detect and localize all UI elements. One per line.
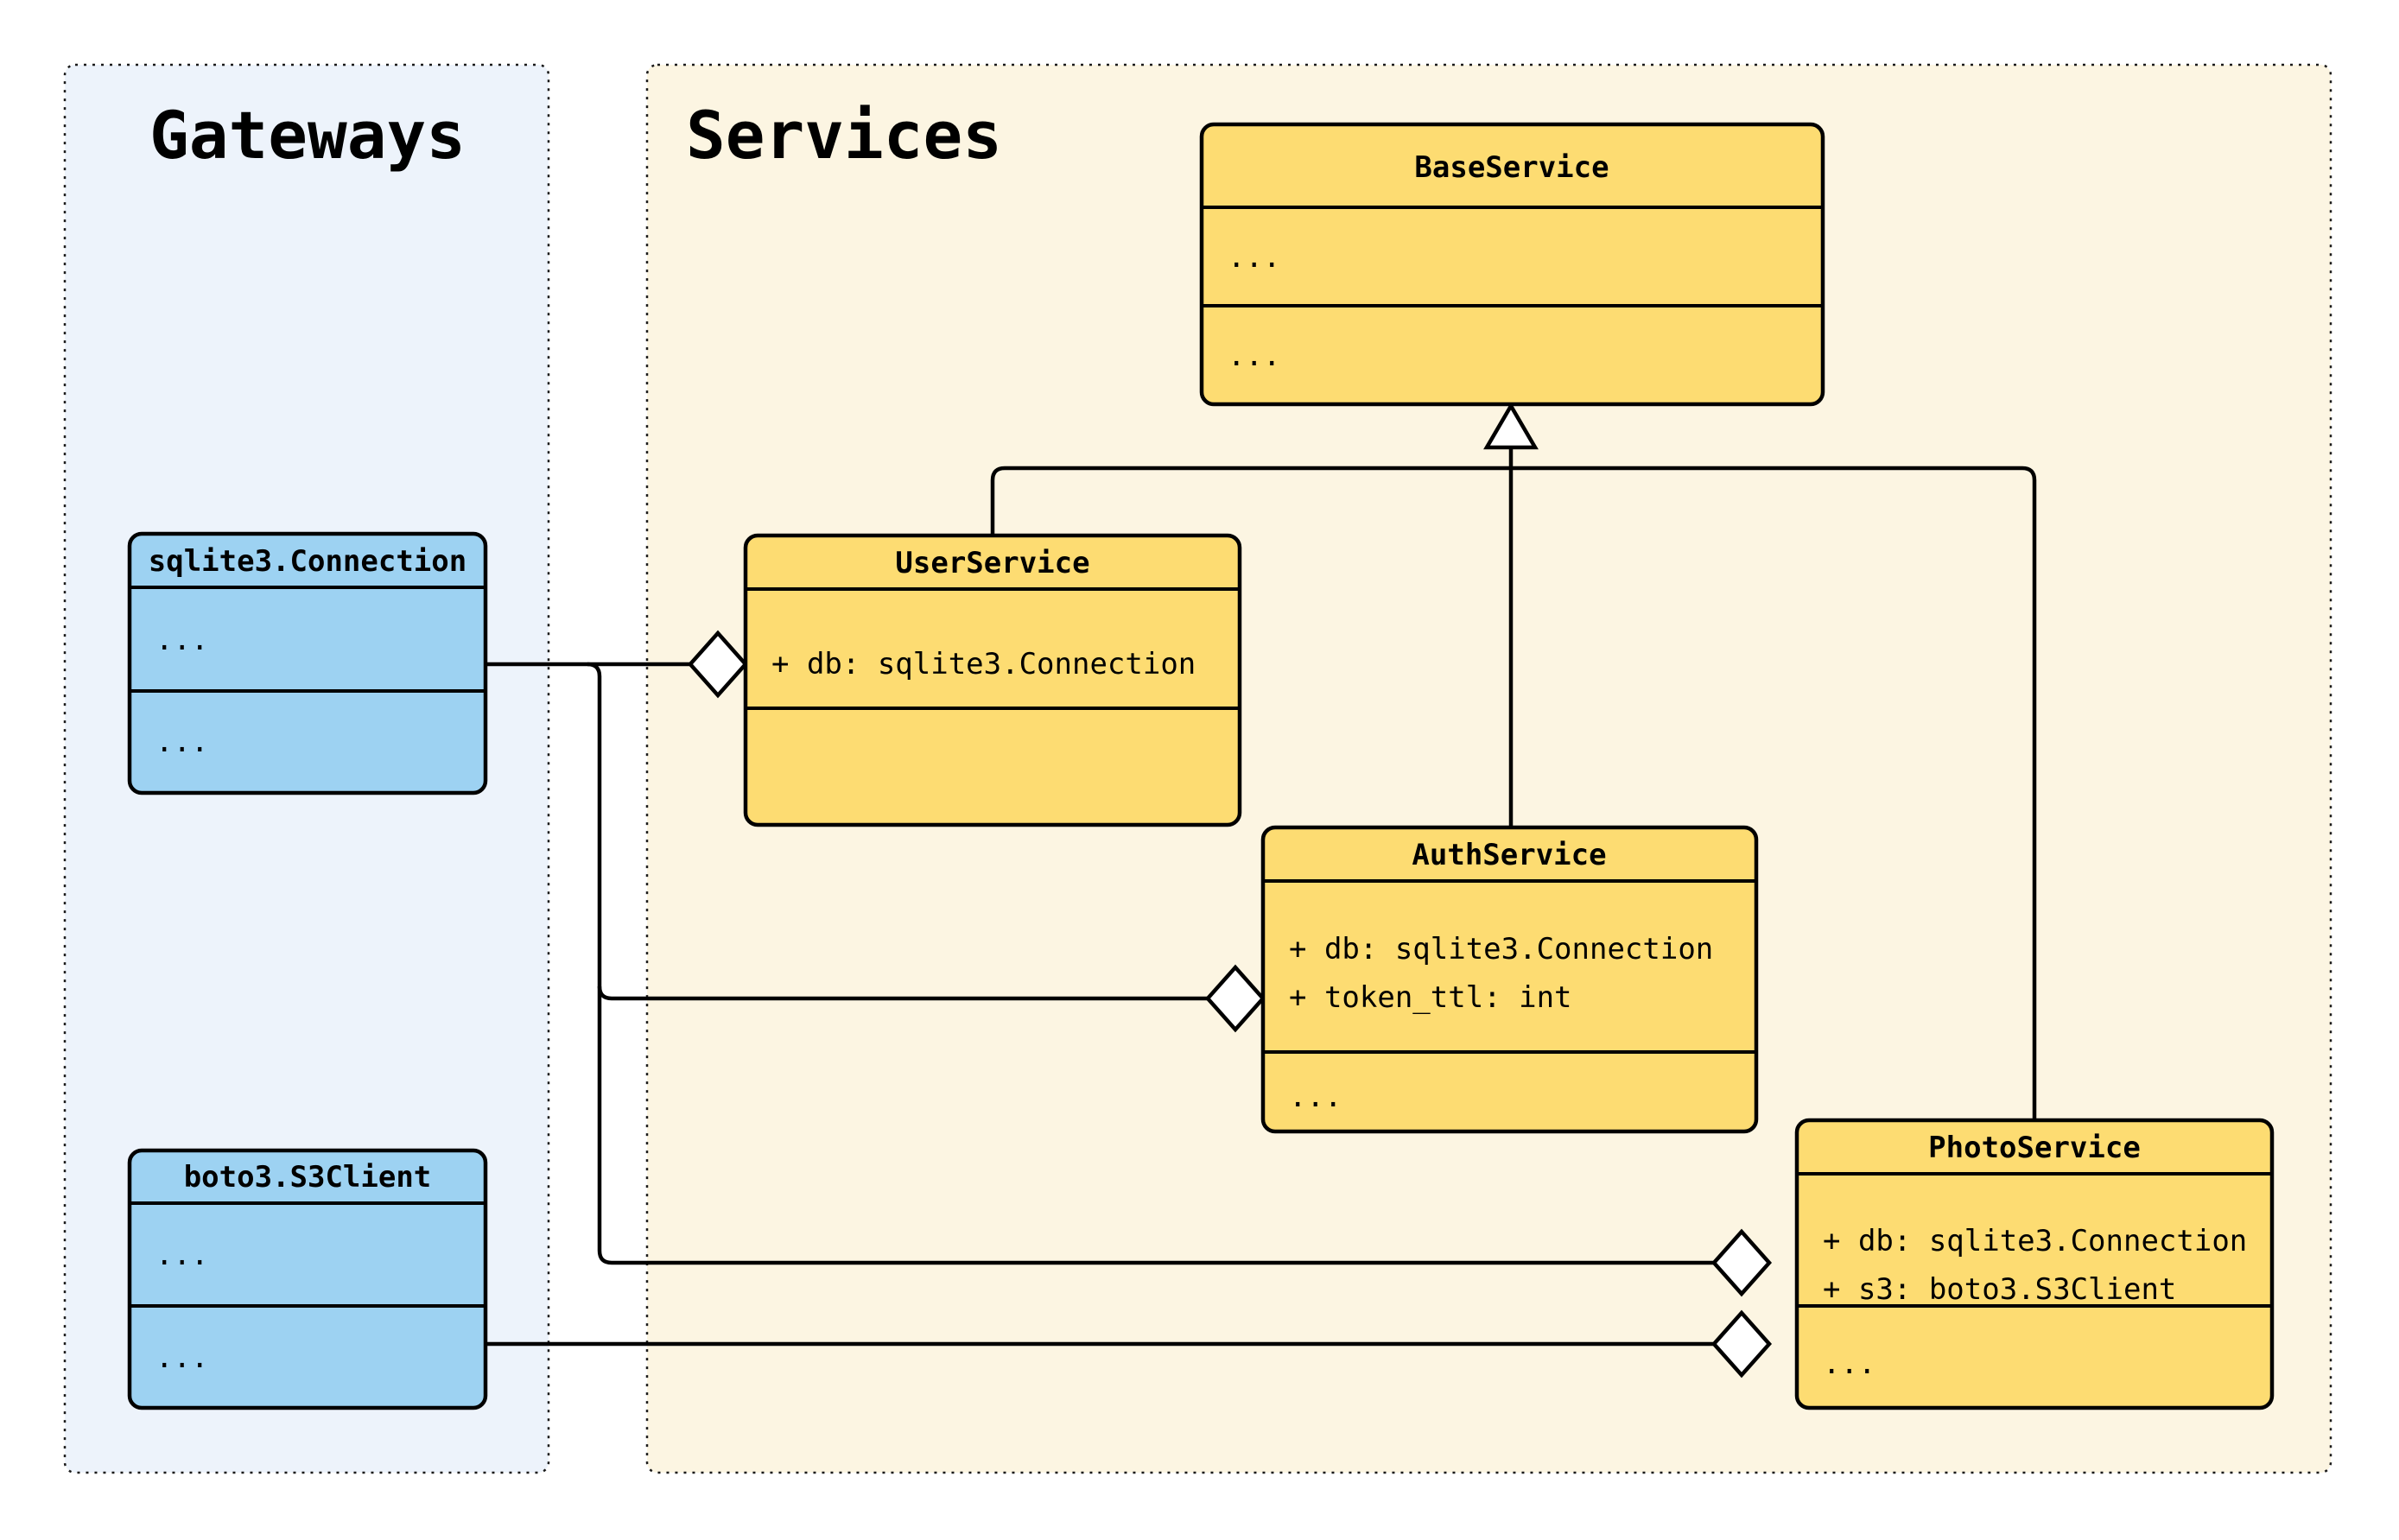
inheritance-triangle-icon [1483, 402, 1539, 450]
class-base-service-attributes: ... [1228, 240, 1280, 275]
class-sqlite3-connection-name: sqlite3.Connection [149, 544, 466, 579]
class-auth-service-attr-db: + db: sqlite3.Connection [1289, 932, 1713, 966]
class-photo-service-box [1794, 1118, 2275, 1410]
class-base-service-box [1199, 122, 1825, 407]
class-user-service-name: UserService [895, 546, 1089, 580]
class-base-service-methods: ... [1228, 339, 1280, 373]
class-sqlite3-connection-attributes: ... [155, 623, 208, 657]
class-sqlite3-connection: sqlite3.Connection ... ... [127, 531, 488, 795]
services-panel-title: Services [686, 97, 1002, 174]
class-auth-service-attr-token-ttl: + token_ttl: int [1289, 980, 1572, 1015]
aggregation-branch-sqlite-photoservice [587, 662, 1714, 1265]
class-photo-service-attr-s3: + s3: boto3.S3Client [1823, 1272, 2176, 1307]
class-boto3-s3client-box [127, 1148, 488, 1410]
aggregation-diamond-photoservice-s3-icon [1710, 1309, 1773, 1378]
class-boto3-s3client-attributes: ... [155, 1238, 208, 1272]
class-user-service-box [743, 533, 1242, 827]
class-user-service-attr-db: + db: sqlite3.Connection [771, 647, 1196, 681]
class-photo-service: PhotoService + db: sqlite3.Connection + … [1794, 1118, 2275, 1410]
class-boto3-s3client-name: boto3.S3Client [184, 1160, 432, 1195]
aggregation-diamond-photoservice-db-icon [1710, 1228, 1773, 1297]
class-auth-service-box [1260, 825, 1759, 1134]
class-photo-service-name: PhotoService [1928, 1131, 2141, 1165]
class-auth-service-methods: ... [1289, 1080, 1342, 1114]
aggregation-branch-sqlite-authservice [597, 985, 1208, 1001]
class-user-service: UserService + db: sqlite3.Connection [743, 533, 1242, 827]
class-boto3-s3client-methods: ... [155, 1340, 208, 1375]
class-sqlite3-connection-box [127, 531, 488, 795]
inheritance-bus-line [990, 466, 2037, 1120]
class-photo-service-methods: ... [1823, 1347, 1875, 1381]
class-auth-service-name: AuthService [1412, 838, 1606, 872]
gateways-panel-title: Gateways [149, 97, 466, 174]
class-base-service-name: BaseService [1414, 150, 1609, 185]
class-sqlite3-connection-methods: ... [155, 725, 208, 759]
class-auth-service: AuthService + db: sqlite3.Connection + t… [1260, 825, 1759, 1134]
class-base-service: BaseService ... ... [1199, 122, 1825, 407]
class-boto3-s3client: boto3.S3Client ... ... [127, 1148, 488, 1410]
class-photo-service-attr-db: + db: sqlite3.Connection [1823, 1224, 2247, 1258]
